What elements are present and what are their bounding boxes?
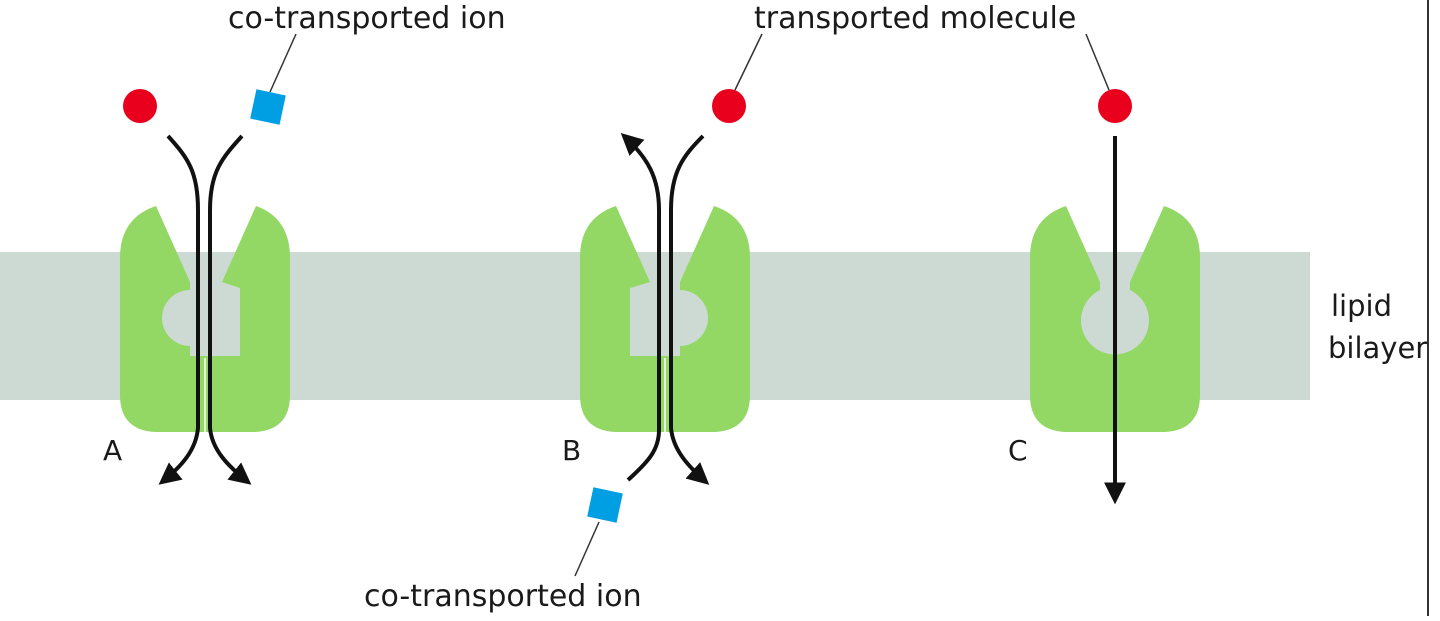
leader-line-molecule-b (734, 33, 763, 91)
label-co-transported-ion-bottom: co-transported ion (364, 579, 642, 614)
ion-square-a (250, 89, 286, 125)
leader-line-molecule-c (1085, 33, 1110, 91)
leader-line-ion-top (269, 33, 297, 93)
arrow-path-molecule-a (158, 134, 200, 485)
panel-b: B (562, 89, 750, 523)
molecule-dot-b (712, 89, 746, 123)
label-lipid: lipid (1331, 289, 1392, 323)
panel-letter-b: B (562, 434, 581, 467)
arrow-path-ion-b (620, 133, 661, 482)
label-bilayer: bilayer (1328, 331, 1427, 365)
arrow-path-molecule-b (669, 134, 710, 485)
panel-a: A (103, 89, 290, 485)
panel-letter-a: A (103, 434, 122, 467)
carrier-protein-c (1030, 206, 1200, 432)
molecule-dot-a (123, 89, 157, 123)
arrow-path-ion-a (208, 134, 252, 485)
ion-square-b (587, 487, 623, 523)
carrier-protein-a (120, 206, 290, 432)
molecule-dot-c (1098, 89, 1132, 123)
label-co-transported-ion-top: co-transported ion (228, 1, 506, 36)
label-transported-molecule: transported molecule (754, 1, 1076, 36)
panel-c: C (1008, 89, 1200, 505)
carrier-protein-b (580, 206, 750, 432)
panel-letter-c: C (1008, 434, 1028, 467)
leader-line-ion-bottom (574, 521, 600, 577)
